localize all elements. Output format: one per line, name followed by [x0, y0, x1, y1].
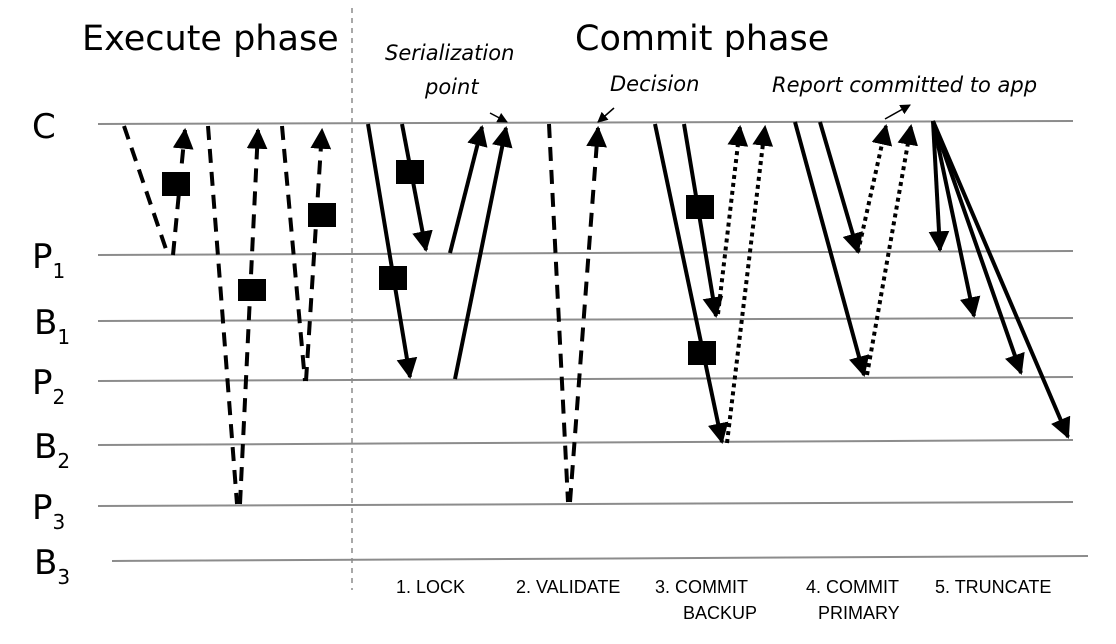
- truncate-to-b2: [931, 120, 1071, 439]
- commit-primary-ack-p1: [856, 123, 893, 253]
- exec-payload-square: [308, 203, 336, 227]
- timeline-p1: [97, 250, 1074, 256]
- row-label-p3: P3: [32, 488, 65, 534]
- validate-reply-p3: [568, 125, 607, 503]
- annotation-decision: Decision: [610, 72, 699, 96]
- commit-phase-title: Commit phase: [575, 19, 829, 59]
- exec-reply-p3: [238, 127, 268, 505]
- step-label-commit-primary-line1: 4. COMMIT: [806, 577, 899, 597]
- row-label-b1: B1: [34, 303, 70, 349]
- step-label-commit-backup-line1: 3. COMMIT: [655, 577, 748, 597]
- step-label-commit-primary-line2: PRIMARY: [818, 603, 900, 623]
- commit-backup-ack-b1: [716, 124, 749, 315]
- validate-step-messages: [547, 123, 607, 503]
- row-label-b3: B3: [34, 543, 70, 589]
- serialization-pointer: [489, 112, 508, 123]
- timeline-p3: [97, 501, 1074, 507]
- commit-backup-payload-square: [686, 195, 714, 219]
- lock-step-messages: [366, 123, 513, 380]
- annotation-serialization-line2: point: [424, 75, 479, 99]
- exec-request-p2: [280, 125, 307, 382]
- timeline-b3: [111, 555, 1089, 562]
- exec-request-p1: [122, 125, 170, 256]
- commit-primary-to-p1: [818, 121, 863, 254]
- commit-backup-payload-square: [688, 341, 716, 365]
- annotation-report: Report committed to app: [772, 73, 1037, 97]
- lock-to-p1: [400, 123, 433, 253]
- commit-primary-step-messages: [793, 121, 918, 378]
- exec-payload-square: [162, 172, 190, 196]
- validate-request-p3: [547, 123, 570, 503]
- commit-backup-ack-b2: [725, 124, 774, 444]
- timeline-b1: [97, 317, 1074, 322]
- step-label-commit-backup-line2: BACKUP: [683, 603, 757, 623]
- execute-phase-messages: [122, 125, 336, 505]
- row-label-b2: B2: [34, 427, 70, 473]
- commit-backup-to-b1: [682, 123, 724, 319]
- row-label-p1: P1: [32, 237, 65, 283]
- exec-reply-p2: [304, 127, 332, 382]
- step-label-validate: 2. VALIDATE: [516, 577, 620, 597]
- step-label-lock: 1. LOCK: [396, 577, 465, 597]
- commit-primary-to-p2: [793, 121, 870, 378]
- decision-pointer: [597, 107, 615, 123]
- row-label-p2: P2: [32, 363, 65, 409]
- lock-to-p2: [366, 123, 418, 380]
- annotation-serialization-line1: Serialization: [385, 41, 514, 65]
- truncate-to-b1: [931, 120, 981, 319]
- exec-reply-p1: [171, 127, 194, 256]
- execute-phase-title: Execute phase: [82, 19, 339, 59]
- lock-reply-p1: [448, 124, 488, 254]
- lock-payload-square: [396, 160, 424, 184]
- truncate-step-messages: [928, 120, 1071, 439]
- lock-reply-p2: [453, 125, 513, 380]
- truncate-to-p1: [928, 120, 950, 253]
- timeline-c: [97, 120, 1074, 125]
- commit-backup-to-b2: [653, 123, 729, 445]
- timeline-b2: [97, 439, 1074, 446]
- truncate-to-p2: [931, 120, 1025, 375]
- exec-request-p3: [206, 125, 239, 505]
- step-label-truncate: 5. TRUNCATE: [935, 577, 1051, 597]
- lock-payload-square: [379, 266, 407, 290]
- row-label-c: C: [32, 107, 56, 147]
- commit-backup-step-messages: [653, 123, 774, 445]
- report-pointer: [884, 104, 911, 120]
- timeline-p2: [97, 376, 1074, 382]
- commit-primary-ack-p2: [865, 123, 918, 376]
- exec-payload-square: [238, 279, 266, 301]
